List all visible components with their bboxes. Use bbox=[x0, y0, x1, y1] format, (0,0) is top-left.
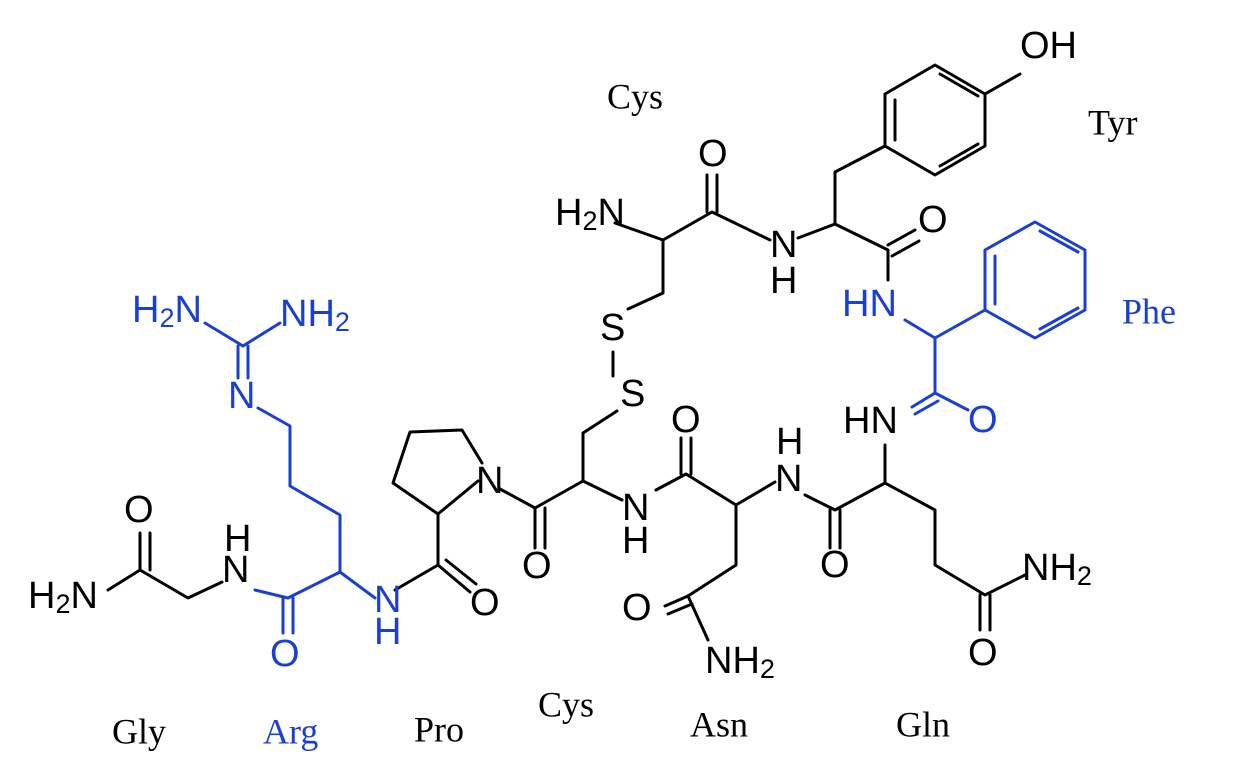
gly-amide-n: N bbox=[222, 549, 249, 591]
bonds-blue bbox=[203, 220, 1087, 635]
residue-label-tyr: Tyr bbox=[1088, 102, 1137, 142]
gln-carbonyl-o: O bbox=[820, 544, 850, 586]
asn-amide-h: H bbox=[776, 421, 803, 463]
pro-ring-n: N bbox=[476, 460, 503, 502]
gly-amide-h: H bbox=[224, 518, 251, 560]
asn-amide-n: N bbox=[775, 458, 802, 500]
pro-carbonyl-o: O bbox=[470, 582, 500, 624]
sulfur-1: S bbox=[600, 307, 625, 349]
atoms-blue: H2N NH2 N O N H HN O bbox=[132, 283, 998, 675]
cys-top-amide-n: N bbox=[770, 224, 797, 266]
bonds-black bbox=[106, 63, 1027, 642]
phe-carbonyl-o: O bbox=[968, 399, 998, 441]
cys-top-carbonyl-o: O bbox=[698, 133, 728, 175]
residue-label-cys-top: Cys bbox=[607, 76, 663, 116]
arg-carbonyl-o: O bbox=[270, 633, 300, 675]
residue-label-phe: Phe bbox=[1122, 291, 1176, 331]
gln-sidechain-nh2: NH2 bbox=[1022, 547, 1092, 591]
atoms-black: H2N O H N O N O N H S S H2N O N H O OH O… bbox=[28, 25, 1092, 684]
asn-carbonyl-o: O bbox=[671, 399, 701, 441]
tyr-carbonyl-o: O bbox=[918, 199, 948, 241]
residue-labels: Cys Tyr Phe Gly Arg Pro Cys Asn Gln bbox=[112, 76, 1176, 751]
cys-top-amide-h: H bbox=[770, 260, 797, 302]
residue-label-cys-bottom: Cys bbox=[538, 684, 594, 724]
residue-label-pro: Pro bbox=[414, 709, 464, 749]
arg-amide-h: H bbox=[374, 611, 401, 653]
asn-sidechain-o: O bbox=[622, 587, 652, 629]
cys-bottom-amide-h: H bbox=[622, 520, 649, 562]
gln-amide-hn: HN bbox=[843, 400, 898, 442]
cys-bottom-amide-n: N bbox=[622, 487, 649, 529]
gln-sidechain-o: O bbox=[968, 632, 998, 674]
residue-label-gly: Gly bbox=[112, 711, 166, 751]
residue-label-arg: Arg bbox=[263, 711, 318, 751]
cys-bottom-carbonyl-o: O bbox=[522, 545, 552, 587]
asn-sidechain-nh2: NH2 bbox=[705, 640, 775, 684]
cys-top-amine-nh2: H2N bbox=[555, 192, 625, 236]
residue-label-asn: Asn bbox=[690, 704, 748, 744]
gly-amine-nh2: H2N bbox=[28, 575, 98, 619]
phe-amide-hn: HN bbox=[842, 283, 897, 325]
tyr-hydroxyl-oh: OH bbox=[1020, 25, 1077, 67]
sulfur-2: S bbox=[620, 373, 645, 415]
arg-guanidine-n: N bbox=[228, 375, 255, 417]
residue-label-gln: Gln bbox=[896, 704, 950, 744]
arg-amide-n: N bbox=[374, 579, 401, 621]
arg-guanidine-nh2-right: NH2 bbox=[280, 293, 350, 337]
gly-carbonyl-o: O bbox=[124, 489, 154, 531]
arg-guanidine-nh2-left: H2N bbox=[132, 289, 202, 333]
